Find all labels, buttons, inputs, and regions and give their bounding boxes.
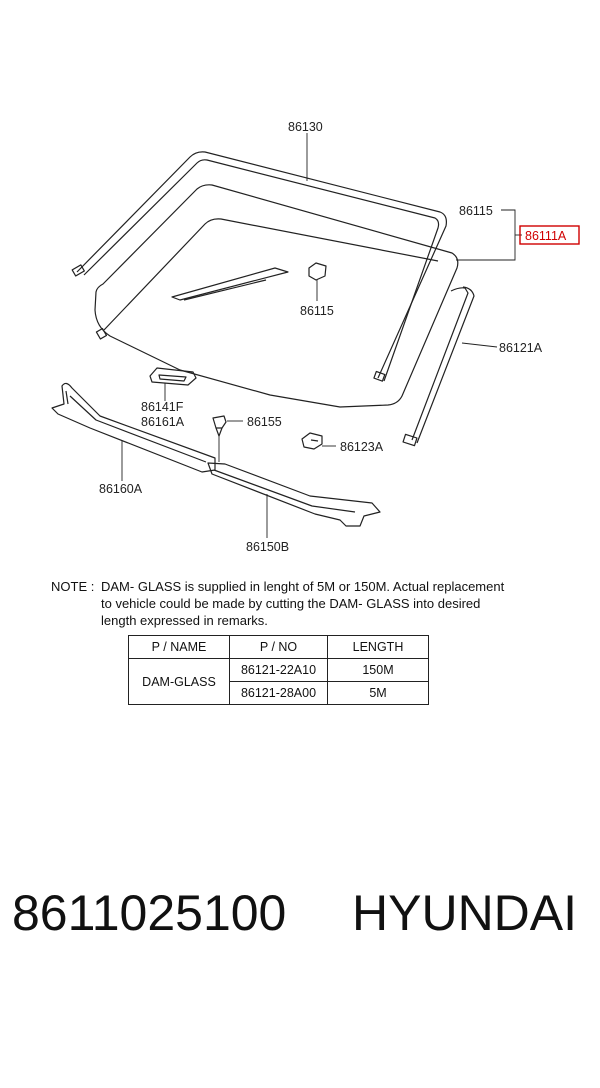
glass-strip [171,267,289,301]
callout-86141F: 86141F [141,400,184,414]
footer: 8611025100 HYUNDAI [12,878,592,948]
moulding-86130 [71,151,447,382]
cell-length: 5M [327,681,429,705]
highlight-box [519,225,580,245]
callout-86130: 86130 [288,120,323,134]
header-pname: P / NAME [128,635,230,659]
note-label: NOTE : [51,579,98,594]
table-header-row: P / NAME P / NO LENGTH [128,635,429,659]
windshield-glass-86111A [94,184,459,408]
header-length: LENGTH [327,635,429,659]
note-line-3: length expressed in remarks. [101,613,268,628]
callout-86111A[interactable]: 86111A [525,229,567,243]
bracket-86141F [149,367,197,401]
footer-part-number: 8611025100 [12,885,287,941]
cell-pno: 86121-22A10 [229,658,328,682]
note-line-2: to vehicle could be made by cutting the … [101,596,481,611]
table-row: 86121-28A00 5M [129,681,429,705]
note-line-1: DAM- GLASS is supplied in lenght of 5M o… [101,579,505,594]
dam-glass-86121A [402,286,475,447]
cowl-86150B [207,462,381,538]
callout-86123A: 86123A [340,440,384,454]
header-pno: P / NO [229,635,328,659]
leader-86121A [461,342,498,348]
callout-86115-top: 86115 [459,204,493,218]
parts-diagram: 86130 86115 86111A 86115 86121A 86141F 8… [51,120,580,554]
clip-86123A [301,432,336,450]
callout-86150B: 86150B [246,540,289,554]
note-block: NOTE : DAM- GLASS is supplied in lenght … [51,578,571,629]
cell-pname: DAM-GLASS [128,658,230,705]
cowl-86160A [51,382,216,481]
callout-86155: 86155 [247,415,282,429]
callout-86115-mid: 86115 [300,304,334,318]
clip-86115 [308,262,327,301]
callout-86161A: 86161A [141,415,185,429]
callout-86121A: 86121A [499,341,543,355]
cell-length: 150M [327,658,429,682]
callout-86160A: 86160A [99,482,143,496]
table-row: DAM-GLASS 86121-22A10 150M [128,658,429,705]
clip-86155 [212,415,243,462]
footer-brand: HYUNDAI [352,885,578,941]
spec-table: P / NAME P / NO LENGTH DAM-GLASS 86121-2… [128,635,429,705]
cell-pno: 86121-28A00 [229,681,328,705]
